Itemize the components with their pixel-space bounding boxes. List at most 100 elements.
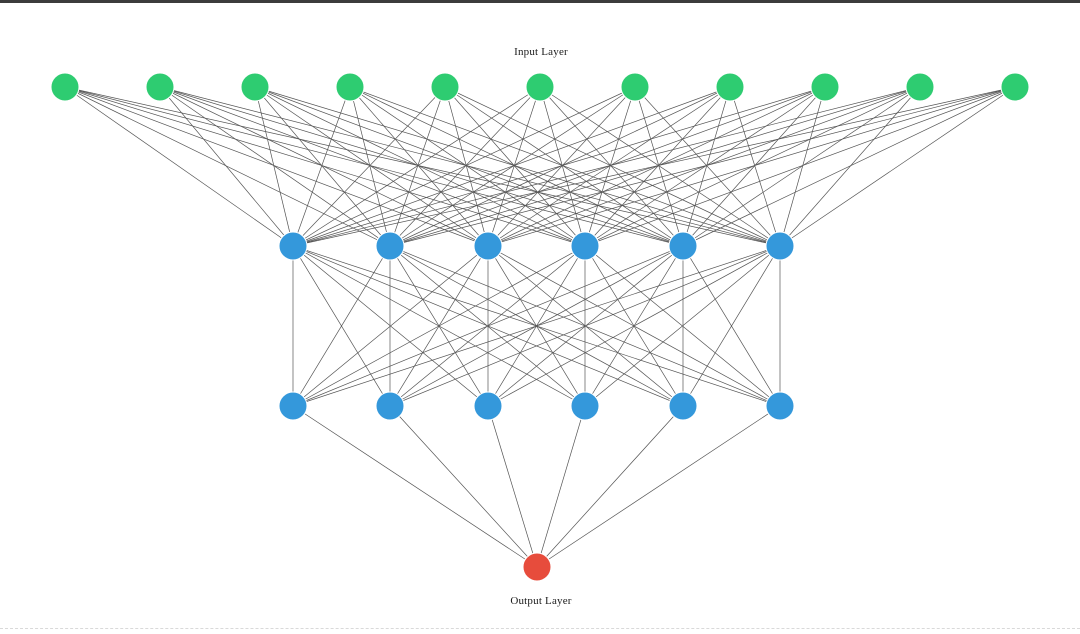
network-node-hidden <box>765 391 795 421</box>
network-node-hidden <box>473 391 503 421</box>
network-node-hidden <box>668 231 698 261</box>
network-node-hidden <box>570 231 600 261</box>
network-edge <box>539 86 684 247</box>
network-edge <box>159 86 294 247</box>
network-edge <box>254 86 391 247</box>
network-edge <box>536 405 586 568</box>
network-node-hidden <box>375 231 405 261</box>
network-edge <box>487 86 731 247</box>
network-node-input <box>240 72 270 102</box>
network-edge <box>539 86 586 247</box>
network-edge <box>64 86 586 247</box>
network-edge <box>349 86 586 247</box>
network-node-hidden <box>765 231 795 261</box>
network-edge <box>682 86 731 247</box>
network-edge <box>444 86 781 247</box>
network-edge <box>254 86 586 247</box>
network-edge <box>487 86 541 247</box>
network-edge <box>779 86 921 247</box>
network-edge <box>349 86 684 247</box>
network-edge <box>389 86 541 247</box>
network-edge <box>682 245 781 407</box>
network-node-hidden <box>278 231 308 261</box>
network-edge <box>444 86 489 247</box>
network-edge <box>487 405 538 568</box>
network-edge <box>292 86 921 247</box>
network-edge <box>539 86 781 247</box>
network-edge <box>487 86 636 247</box>
network-node-input <box>430 72 460 102</box>
network-node-input <box>905 72 935 102</box>
network-edge <box>729 86 781 247</box>
network-node-input <box>145 72 175 102</box>
network-edge <box>389 86 1016 247</box>
network-edge <box>254 86 489 247</box>
network-node-input <box>50 72 80 102</box>
network-edge <box>292 86 1016 247</box>
network-edge <box>254 86 294 247</box>
edges-group <box>64 86 1016 568</box>
network-edge <box>584 86 1016 247</box>
network-edge <box>389 245 781 407</box>
network-node-hidden <box>668 391 698 421</box>
network-edge <box>292 245 489 407</box>
network-edge <box>584 86 636 247</box>
network-edge <box>292 86 351 247</box>
network-edge <box>159 86 489 247</box>
network-edge <box>292 86 826 247</box>
network-edge <box>682 86 1016 247</box>
network-node-input <box>525 72 555 102</box>
network-node-input <box>335 72 365 102</box>
network-edge <box>64 86 489 247</box>
network-node-hidden <box>278 391 308 421</box>
network-node-input <box>1000 72 1030 102</box>
network-edge <box>292 86 446 247</box>
network-edge <box>444 86 684 247</box>
network-edge <box>64 86 294 247</box>
network-edge <box>349 86 781 247</box>
network-edge <box>292 245 391 407</box>
network-edge <box>159 86 586 247</box>
network-edge <box>389 405 538 568</box>
network-edge <box>292 86 731 247</box>
network-edge <box>292 245 781 407</box>
network-edge <box>487 86 1016 247</box>
network-edge <box>349 86 489 247</box>
network-edge <box>487 245 781 407</box>
network-node-hidden <box>375 391 405 421</box>
network-edge <box>292 245 586 407</box>
network-edge <box>64 86 391 247</box>
network-edge <box>682 86 921 247</box>
network-edge <box>292 245 684 407</box>
network-edge <box>779 86 826 247</box>
network-edge <box>64 86 684 247</box>
network-node-input <box>810 72 840 102</box>
network-edge <box>584 245 781 407</box>
network-edge <box>159 86 391 247</box>
network-node-output <box>522 552 552 582</box>
network-edge <box>159 86 684 247</box>
network-edge <box>682 86 826 247</box>
network-edge <box>536 405 781 568</box>
network-node-input <box>620 72 650 102</box>
bottom-divider <box>0 628 1080 629</box>
network-edge <box>584 86 731 247</box>
network-edge <box>349 86 391 247</box>
top-bar <box>0 0 1080 3</box>
network-edge <box>389 86 446 247</box>
input-layer-label: Input Layer <box>514 46 568 58</box>
network-edge <box>487 86 921 247</box>
output-layer-label: Output Layer <box>510 595 572 607</box>
network-edge <box>536 405 684 568</box>
network-edge <box>292 86 541 247</box>
network-edge <box>487 86 826 247</box>
network-node-hidden <box>570 391 600 421</box>
network-edge <box>292 405 538 568</box>
network-edge <box>634 86 781 247</box>
network-edge <box>444 86 586 247</box>
network-node-hidden <box>473 231 503 261</box>
network-edge <box>779 86 1016 247</box>
network-node-input <box>715 72 745 102</box>
nodes-group <box>50 72 1030 582</box>
